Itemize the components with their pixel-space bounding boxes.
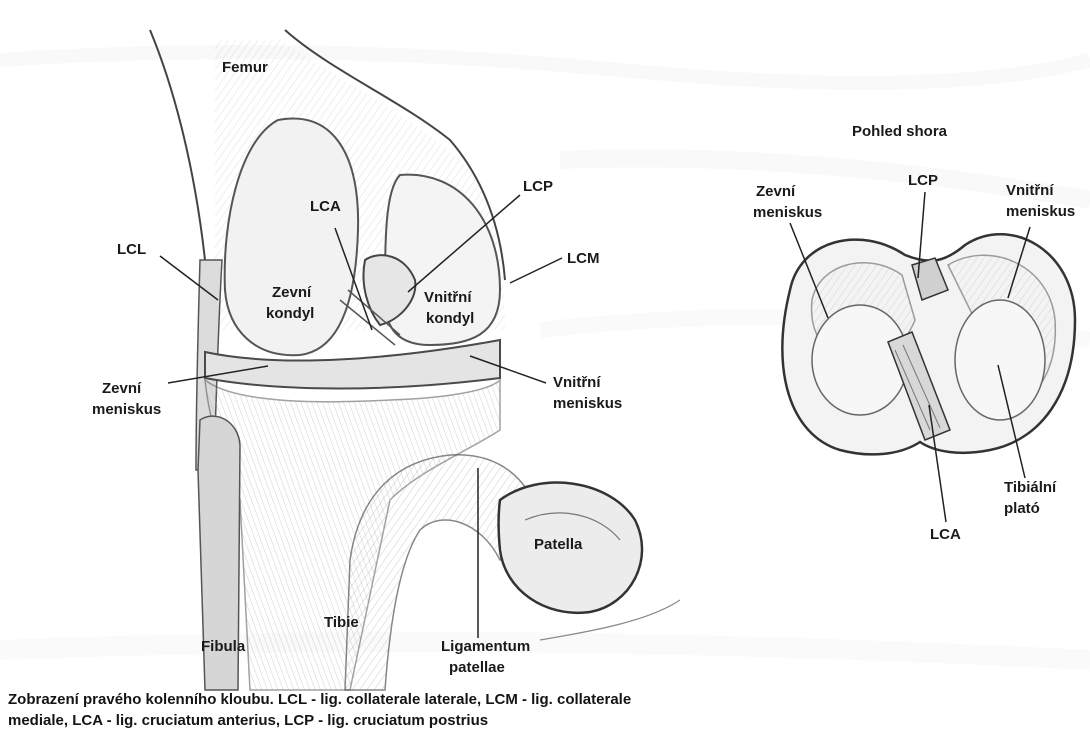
label-zevni-kondyl-1: Zevní [272,284,312,301]
label-vnitrni-meniskus-1: Vnitřní [553,374,601,391]
label-tibie: Tibie [324,614,359,631]
label-lcm: LCM [567,250,600,267]
label-vnitrni-kondyl-2: kondyl [426,310,474,327]
label-top-zevni-2: meniskus [753,204,822,221]
label-vnitrni-meniskus-2: meniskus [553,395,622,412]
label-ligamentum-2: patellae [449,659,505,676]
label-top-zevni-1: Zevní [756,183,796,200]
caption-line-2: mediale, LCA - lig. cruciatum anterius, … [8,710,1078,731]
caption-line-1: Zobrazení pravého kolenního kloubu. LCL … [8,689,1078,710]
label-top-vnitrni-1: Vnitřní [1006,182,1054,199]
label-zevni-meniskus-1: Zevní [102,380,142,397]
label-femur: Femur [222,59,268,76]
label-top-lcp: LCP [908,172,938,189]
label-zevni-kondyl-2: kondyl [266,305,314,322]
label-ligamentum-1: Ligamentum [441,638,530,655]
label-top-tibialni-1: Tibiální [1004,479,1057,496]
label-fibula: Fibula [201,638,246,655]
figure-caption: Zobrazení pravého kolenního kloubu. LCL … [8,689,1078,731]
label-lcl: LCL [117,241,146,258]
label-lca: LCA [310,198,341,215]
label-vnitrni-kondyl-1: Vnitřní [424,289,472,306]
label-pohled-shora: Pohled shora [852,123,948,140]
top-view-illustration [782,234,1075,454]
label-top-lca: LCA [930,526,961,543]
label-top-vnitrni-2: meniskus [1006,203,1075,220]
label-zevni-meniskus-2: meniskus [92,401,161,418]
label-patella: Patella [534,536,583,553]
label-top-tibialni-2: plató [1004,500,1040,517]
label-lcp: LCP [523,178,553,195]
